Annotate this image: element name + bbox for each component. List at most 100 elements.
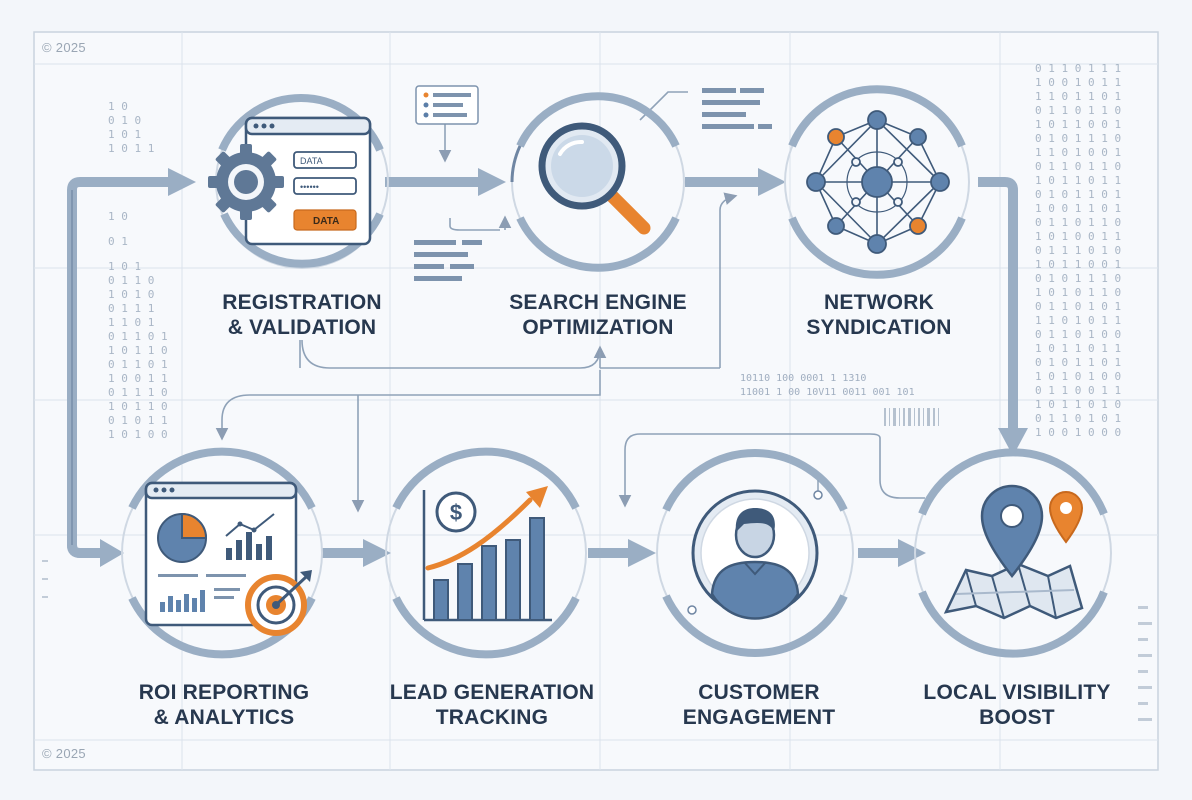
label-lead-generation: LEAD GENERATION TRACKING [372,680,612,730]
svg-text:1 0 1 1 0 1 0: 1 0 1 1 0 1 0 [1035,398,1121,411]
binary-pattern-right: 0 1 1 0 1 1 11 0 0 1 0 1 1 1 1 0 1 1 0 1… [1035,62,1121,439]
thin-connectors [215,91,925,513]
svg-text:0 1 0 1 1 0 1: 0 1 0 1 1 0 1 [1035,356,1121,369]
svg-text:0 1 1 0 1 0 0: 0 1 1 0 1 0 0 [1035,328,1121,341]
label-line: NETWORK [824,291,934,314]
svg-text:1 0 1 1 0: 1 0 1 1 0 [108,400,168,413]
svg-text:$: $ [450,500,462,525]
label-line: ROI REPORTING [138,681,310,704]
svg-text:1 1 0 1 1 0 1: 1 1 0 1 1 0 1 [1035,90,1121,103]
label-line: TRACKING [435,706,549,729]
svg-text:1 0 1 0: 1 0 1 0 [108,288,154,301]
svg-text:0 1 1 0 1 1 0: 0 1 1 0 1 1 0 [1035,160,1121,173]
svg-text:1 0 1 1 0: 1 0 1 1 0 [108,344,168,357]
label-line: OPTIMIZATION [522,316,674,339]
svg-text:0 1 0 1 1 0 1: 0 1 0 1 1 0 1 [1035,188,1121,201]
gear-icon [208,144,284,220]
svg-text:1 0 1: 1 0 1 [108,260,141,273]
svg-text:1 0: 1 0 [108,210,128,223]
label-roi: ROI REPORTING & ANALYTICS [104,680,344,730]
label-line: BOOST [979,706,1055,729]
label-network: NETWORK SYNDICATION [759,290,999,340]
svg-text:1 0 0 1 0 0 0: 1 0 0 1 0 0 0 [1035,426,1121,439]
svg-text:1 0 1 1 0 1 1: 1 0 1 1 0 1 1 [1035,342,1121,355]
svg-text:1 0: 1 0 [108,100,128,113]
label-local-visibility: LOCAL VISIBILITY BOOST [897,680,1137,730]
form-window-icon: DATA •••••• DATA [244,116,372,246]
binary-pattern-left: 1 00 1 01 0 1 1 0 1 11 00 1 1 0 10 1 1 0… [108,100,168,441]
svg-text:1 1 0 1 0 1 1: 1 1 0 1 0 1 1 [1035,314,1121,327]
binary-pattern-mid: 10110 100 0001 1 1310 11001 1 00 10V11 0… [740,373,915,398]
svg-text:1 0 1 1 0 0 1: 1 0 1 1 0 0 1 [1035,258,1121,271]
svg-text:••••••: •••••• [300,182,319,192]
person-icon [691,489,819,620]
stage-roi[interactable] [121,447,323,659]
svg-text:0 1 1 1 0 1 0: 0 1 1 1 0 1 0 [1035,244,1121,257]
flow-arrowheads [100,168,1028,567]
svg-text:DATA: DATA [300,156,323,166]
svg-text:1 0 1 0 1 0 0: 1 0 1 0 1 0 0 [1035,370,1121,383]
svg-text:0 1 1 0 1 1 0: 0 1 1 0 1 1 0 [1035,216,1121,229]
svg-text:0 1 1 1 0: 0 1 1 1 0 [108,386,168,399]
svg-text:0 1 0 1 1 1 0: 0 1 0 1 1 1 0 [1035,272,1121,285]
magnifier-icon [538,122,651,235]
stage-network[interactable] [784,85,970,279]
label-line: REGISTRATION [222,291,382,314]
label-customer-engagement: CUSTOMER ENGAGEMENT [639,680,879,730]
svg-text:0 1: 0 1 [108,235,128,248]
svg-text:DATA: DATA [313,216,339,227]
svg-text:0 1 1 0 1: 0 1 1 0 1 [108,330,168,343]
label-registration: REGISTRATION & VALIDATION [182,290,422,340]
svg-text:1 0 1 1 0 0 1: 1 0 1 1 0 0 1 [1035,118,1121,131]
text-lines-icon [414,240,482,281]
network-node-dots [806,110,950,254]
svg-text:0 1 1 0 1 1 0: 0 1 1 0 1 1 0 [1035,104,1121,117]
svg-text:1 0 0 1 1: 1 0 0 1 1 [108,372,168,385]
svg-text:11001 1 00 10V11 0011 001 101: 11001 1 00 10V11 0011 001 101 [740,387,915,398]
svg-text:1 0 1 0 0 1 1: 1 0 1 0 0 1 1 [1035,230,1121,243]
svg-text:1 0 1 1 0 1 1: 1 0 1 1 0 1 1 [1035,174,1121,187]
svg-text:0 1 1 1: 0 1 1 1 [108,302,154,315]
label-line: LEAD GENERATION [389,681,595,704]
stage-registration[interactable]: DATA •••••• DATA [208,93,389,269]
svg-text:1 0 0 1 0 1 1: 1 0 0 1 0 1 1 [1035,76,1121,89]
label-line: SEARCH ENGINE [509,291,687,314]
svg-text:1 1 0 1: 1 1 0 1 [108,316,154,329]
label-line: LOCAL VISIBILITY [923,681,1111,704]
svg-text:1 0 1 1: 1 0 1 1 [108,142,154,155]
network-nodes-icon [815,119,941,245]
svg-text:0 1 1 0 1 0 1: 0 1 1 0 1 0 1 [1035,412,1121,425]
map-pin-icon [943,484,1084,620]
svg-text:0 1 1 0 1 0 1: 0 1 1 0 1 0 1 [1035,300,1121,313]
label-line: ENGAGEMENT [682,706,836,729]
copyright-bottom: © 2025 [42,746,86,761]
svg-text:0 1 0 1 1: 0 1 0 1 1 [108,414,168,427]
label-line: & ANALYTICS [153,706,295,729]
doc-snippet-icon [415,85,479,125]
svg-text:0 1 1 0 1 1 1: 0 1 1 0 1 1 1 [1035,62,1121,75]
svg-text:1 0 0 1 1 0 1: 1 0 0 1 1 0 1 [1035,202,1121,215]
svg-text:0 1 1 0: 0 1 1 0 [108,274,154,287]
svg-text:10110 100 0001 1 1310: 10110 100 0001 1 1310 [740,373,866,384]
label-line: & VALIDATION [227,316,377,339]
side-ticks [42,560,1152,721]
stage-customer-engagement[interactable] [656,449,854,657]
dollar-growth-chart-icon: $ [422,486,552,622]
label-line: SYNDICATION [806,316,952,339]
svg-text:1 0 1: 1 0 1 [108,128,141,141]
svg-text:0 1 0 1 1 1 0: 0 1 0 1 1 1 0 [1035,132,1121,145]
copyright-top: © 2025 [42,40,86,55]
target-icon [245,570,312,636]
svg-text:1 1 0 1 0 0 1: 1 1 0 1 0 0 1 [1035,146,1121,159]
stage-lead-generation[interactable]: $ [385,447,587,659]
svg-text:0 1 1 0 1: 0 1 1 0 1 [108,358,168,371]
svg-text:1 0 1 0 0: 1 0 1 0 0 [108,428,168,441]
stage-seo[interactable] [510,92,685,272]
svg-text:0 1 0: 0 1 0 [108,114,141,127]
stage-local-visibility[interactable] [914,448,1112,658]
label-line: CUSTOMER [698,681,820,704]
label-seo: SEARCH ENGINE OPTIMIZATION [478,290,718,340]
barcode-decoration [884,408,939,426]
